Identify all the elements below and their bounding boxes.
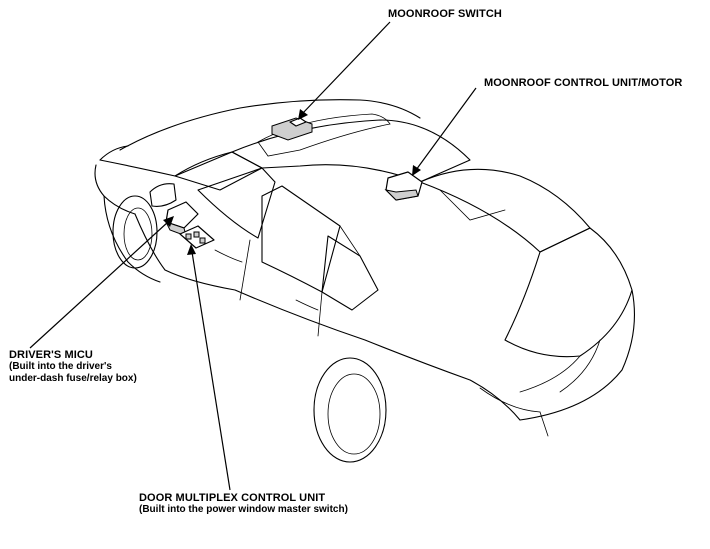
moonroof-control-unit-label: MOONROOF CONTROL UNIT/MOTOR <box>484 77 683 89</box>
door-multiplex-control-unit-part <box>179 225 215 249</box>
door-multiplex-note: (Built into the power window master swit… <box>139 504 348 515</box>
car-body-outline <box>94 99 636 463</box>
drivers-micu-note-line2: under-dash fuse/relay box) <box>9 373 137 384</box>
drivers-micu-note-line1: (Built into the driver's <box>9 361 112 372</box>
drivers-micu-label: DRIVER'S MICU (Built into the driver's u… <box>9 349 137 385</box>
moonroof-switch-part <box>271 117 313 141</box>
leader-line-moonroof-switch <box>298 21 391 120</box>
moonroof-switch-label: MOONROOF SWITCH <box>388 8 502 20</box>
moonroof-control-unit-part <box>384 171 423 201</box>
drivers-micu-title: DRIVER'S MICU <box>9 349 93 361</box>
leader-line-drivers-micu <box>29 216 174 349</box>
door-multiplex-title: DOOR MULTIPLEX CONTROL UNIT <box>139 492 326 504</box>
leader-line-door-multiplex <box>187 244 231 491</box>
door-multiplex-label: DOOR MULTIPLEX CONTROL UNIT (Built into … <box>139 492 348 516</box>
leader-line-moonroof-control-unit <box>412 87 477 176</box>
